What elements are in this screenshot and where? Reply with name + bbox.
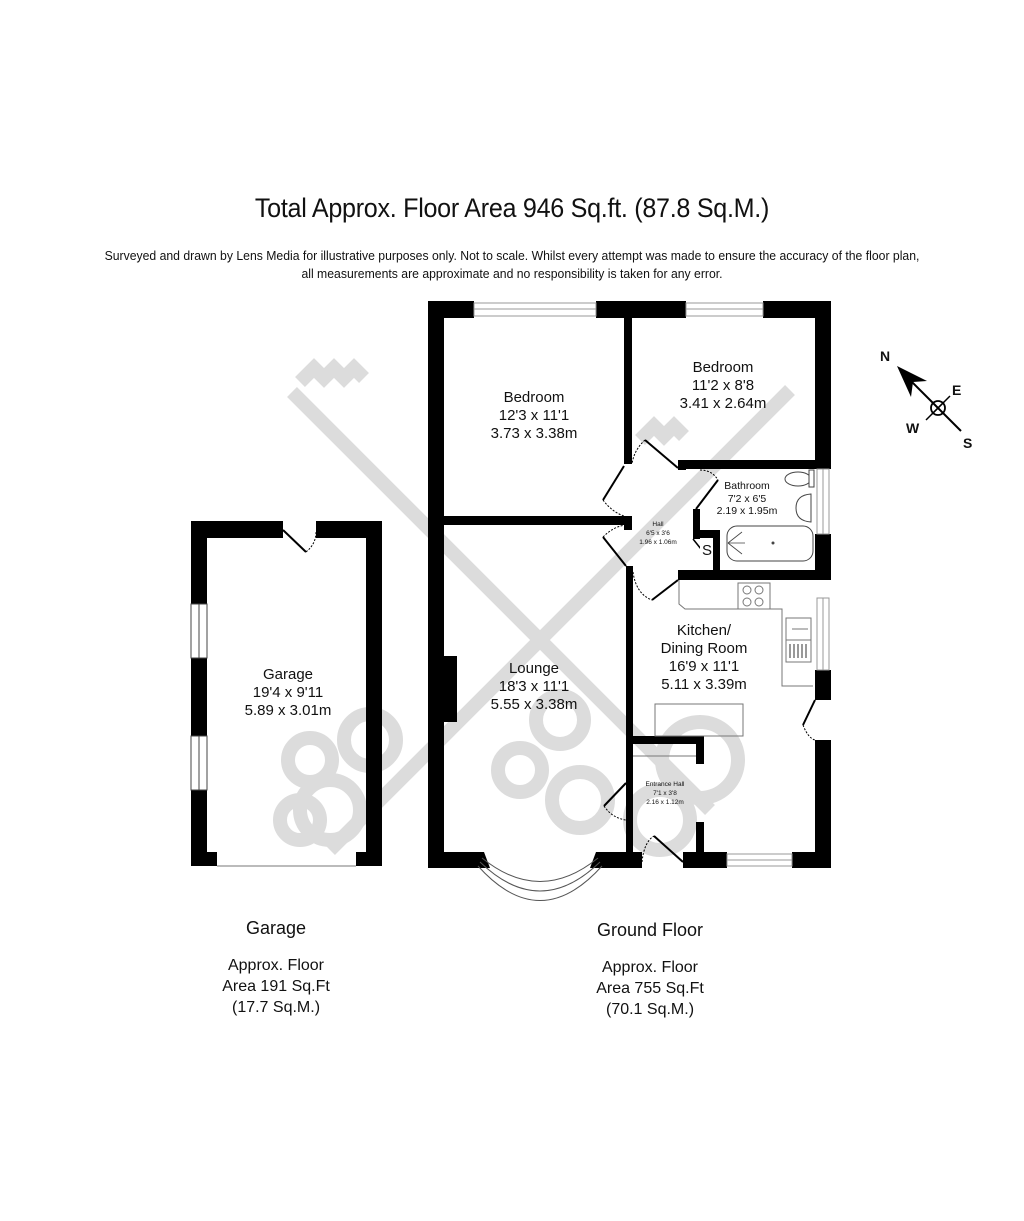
room-name-line-2: Dining Room [660,640,748,657]
compass-south-label: S [963,435,973,451]
room-metric: 3.73 x 3.38m [490,425,578,442]
floor-name: Garage [245,918,307,938]
room-imperial: 16'9 x 11'1 [668,658,740,675]
room-name: Bedroom [692,359,754,376]
compass-east-label: E [952,382,962,398]
doors [602,439,816,863]
floor-area-line-3: (17.7 Sq.M.) [231,999,321,1016]
bathroom-fixtures [726,469,815,562]
room-storage: S [702,542,712,560]
house-walls [428,301,831,868]
room-imperial: 7'2 x 6'5 [727,492,767,505]
room-imperial: 11'2 x 8'8 [691,377,755,394]
room-metric: 5.89 x 3.01m [244,702,332,719]
room-name: Bathroom [724,480,770,492]
room-bedroom-2: Bedroom 11'2 x 8'8 3.41 x 2.64m [680,359,767,413]
compass-north-label: N [880,348,891,364]
total-floor-area-title: Total Approx. Floor Area 946 Sq.ft. (87.… [254,193,770,223]
room-metric: 2.19 x 1.95m [716,505,778,518]
lounge-bay-window [477,852,603,901]
compass-icon [897,366,962,432]
room-imperial: 19'4 x 9'11 [252,684,324,701]
room-metric: 1.96 x 1.06m [639,538,677,546]
room-kitchen-dining: Kitchen/ Dining Room 16'9 x 11'1 5.11 x … [661,622,748,694]
room-name: Hall [652,521,664,528]
room-entrance-hall: Entrance Hall 7'1 x 3'8 2.16 x 1.12m [645,781,684,807]
room-name: Bedroom [503,389,565,406]
house-windows [473,302,830,867]
room-name: S [701,542,713,559]
floor-area-line-1: Approx. Floor [601,959,699,976]
room-bedroom-1: Bedroom 12'3 x 11'1 3.73 x 3.38m [491,389,578,443]
floor-name: Ground Floor [596,920,704,940]
floor-summary-ground: Ground Floor Approx. Floor Area 755 Sq.F… [596,920,704,1020]
room-lounge: Lounge 18'3 x 11'1 5.55 x 3.38m [491,660,578,714]
room-metric: 5.55 x 3.38m [490,696,578,713]
floor-area-line-2: Area 755 Sq.Ft [596,980,704,997]
garage-windows [190,603,208,791]
storage-cupboard [700,538,713,570]
floor-summary-garage: Garage Approx. Floor Area 191 Sq.Ft (17.… [222,918,330,1018]
floor-area-line-1: Approx. Floor [227,957,325,974]
room-metric: 5.11 x 3.39m [661,676,747,693]
room-imperial: 12'3 x 11'1 [498,407,570,424]
room-garage: Garage 19'4 x 9'11 5.89 x 3.01m [245,666,332,720]
garage-walls [191,521,382,866]
compass-west-label: W [906,420,920,436]
room-name-line-1: Kitchen/ [676,622,732,639]
room-bathroom: Bathroom 7'2 x 6'5 2.19 x 1.95m [717,480,778,518]
room-imperial: 6'5 x 3'6 [646,529,670,537]
room-name: Entrance Hall [645,781,685,788]
room-metric: 2.16 x 1.12m [646,798,684,806]
room-metric: 3.41 x 2.64m [679,395,767,412]
room-name: Garage [262,666,314,683]
room-imperial: 18'3 x 11'1 [498,678,570,695]
kitchen-fixtures [633,580,813,757]
room-hall: Hall 6'5 x 3'6 1.96 x 1.06m [639,521,677,547]
room-imperial: 7'1 x 3'8 [653,789,677,797]
floor-area-line-2: Area 191 Sq.Ft [222,978,330,995]
disclaimer-line-2: all measurements are approximate and no … [301,266,723,281]
disclaimer: Surveyed and drawn by Lens Media for ill… [31,247,994,283]
floor-area-line-3: (70.1 Sq.M.) [605,1001,695,1018]
garage-side-door [282,529,317,553]
disclaimer-line-1: Surveyed and drawn by Lens Media for ill… [104,248,920,263]
room-name: Lounge [508,660,560,677]
